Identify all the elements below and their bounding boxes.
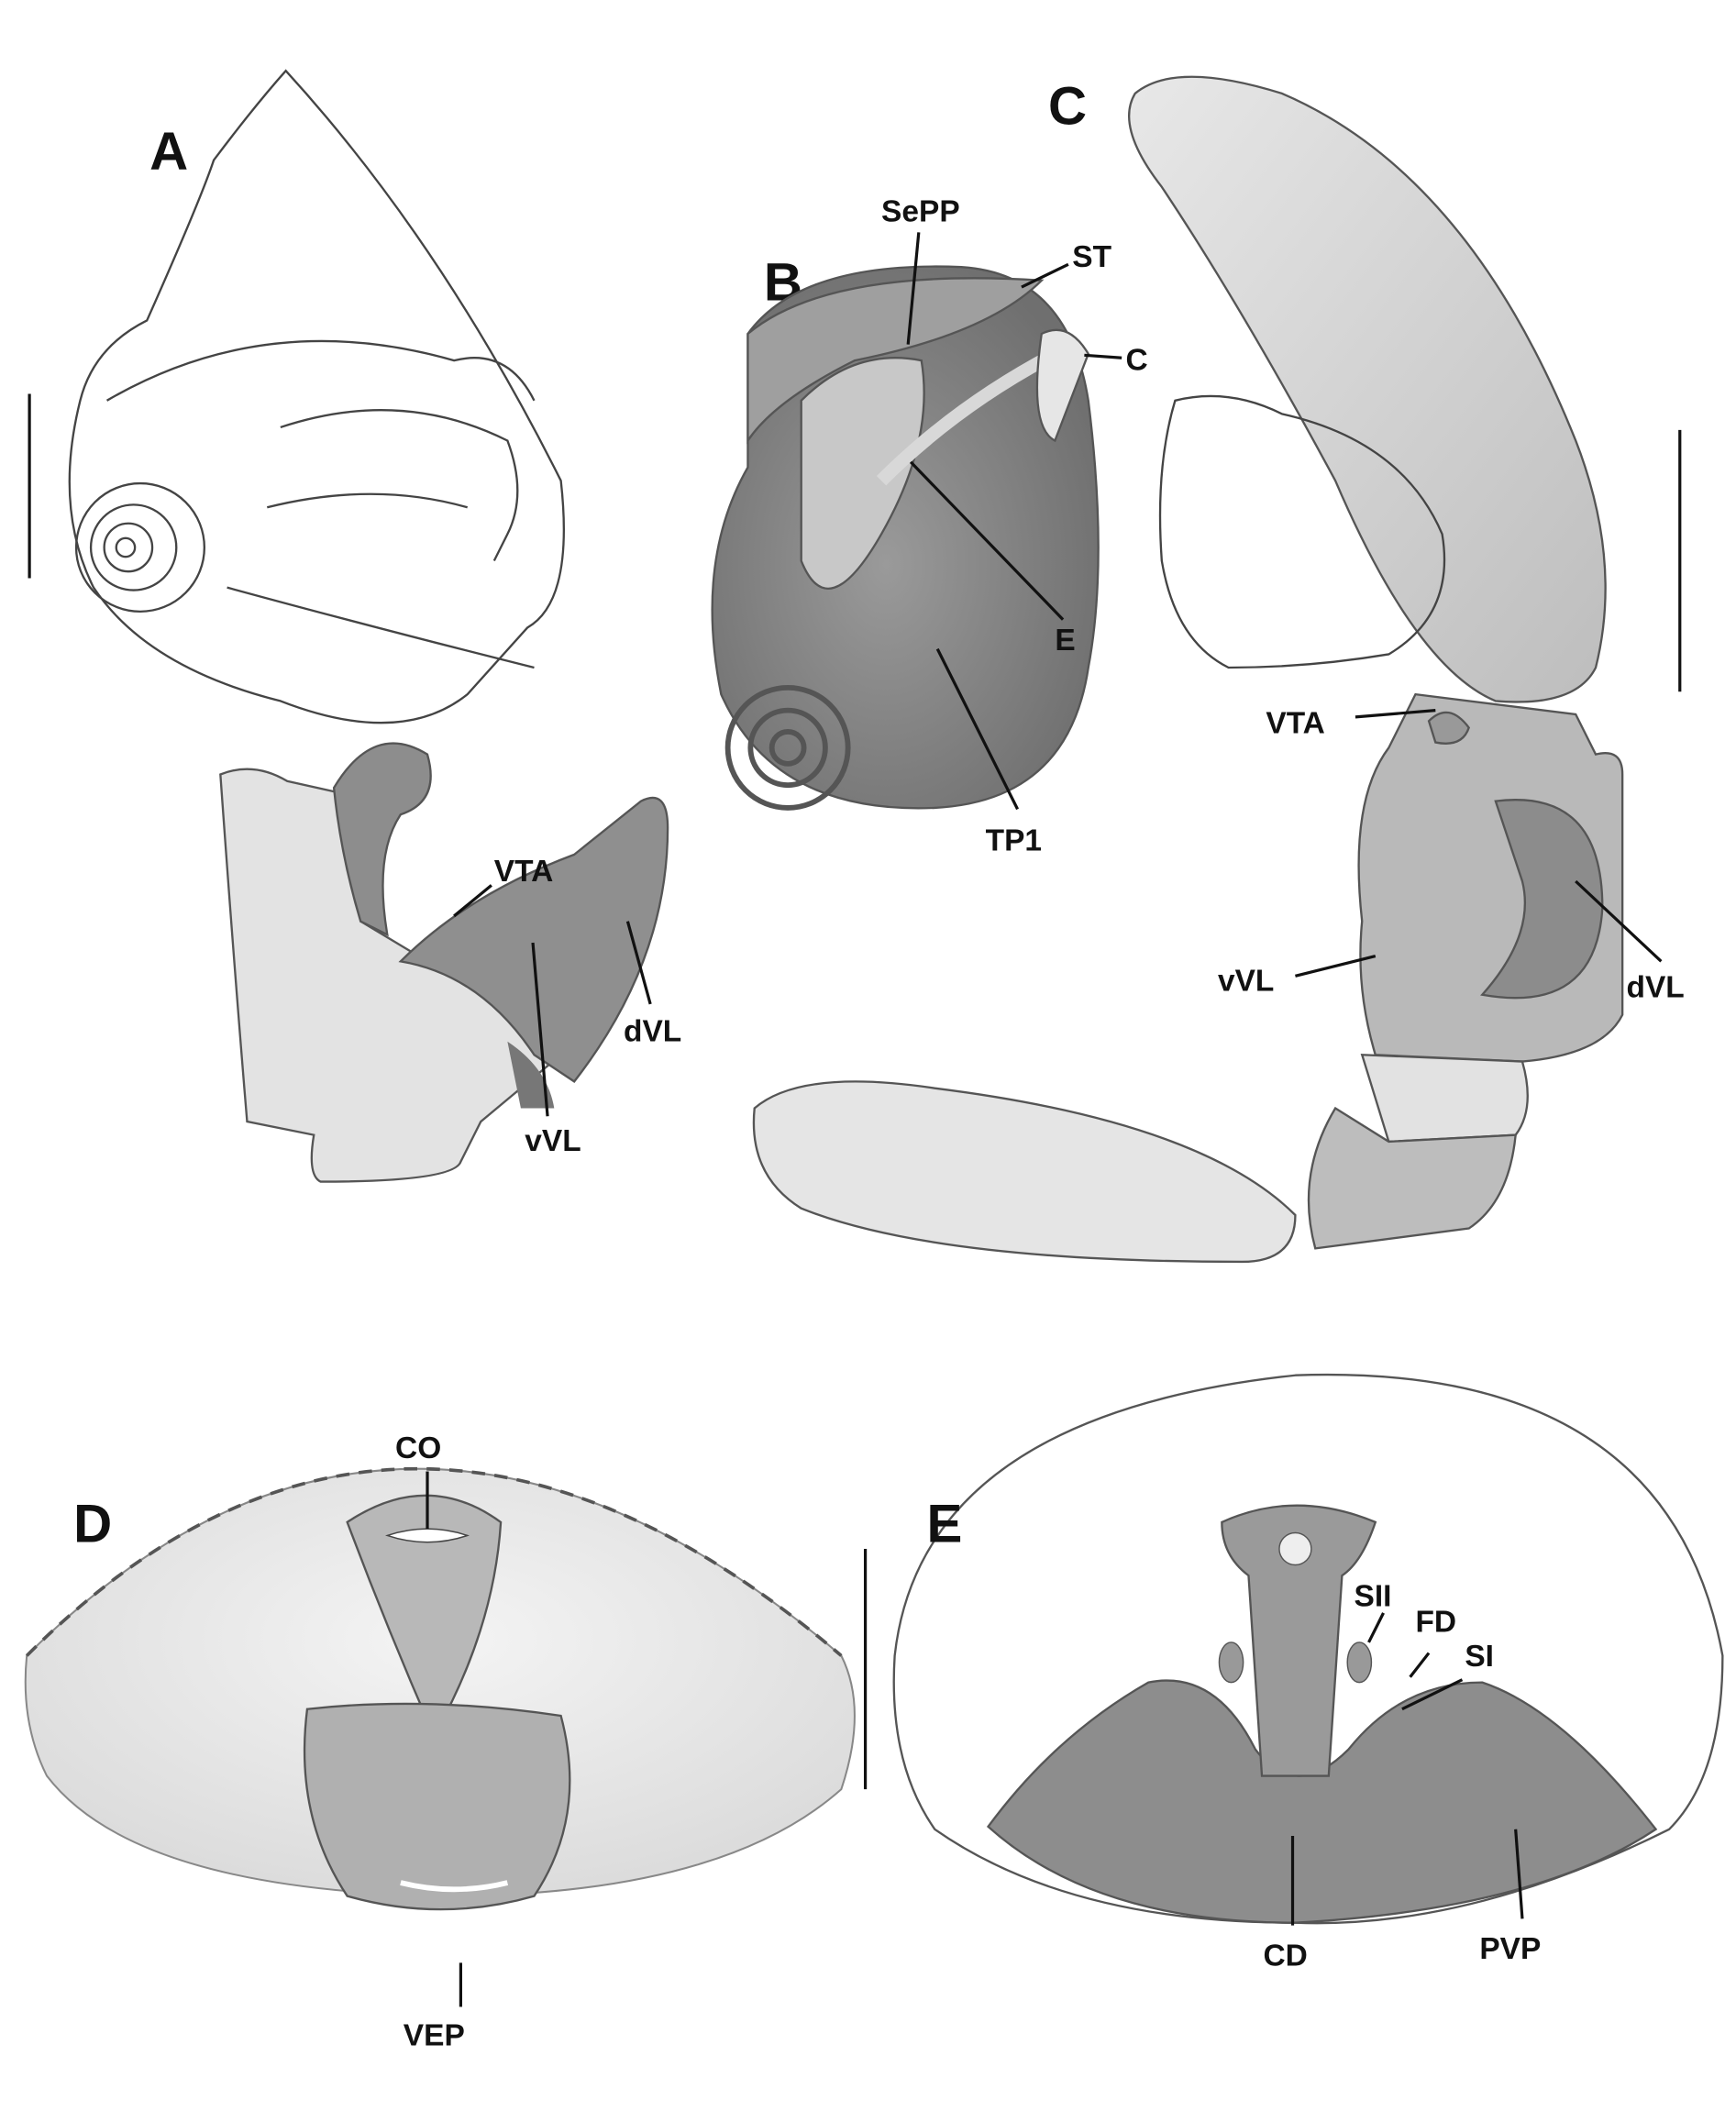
segment-c (1307, 1106, 1517, 1250)
label-sii-e: SII (1354, 1580, 1391, 1614)
lobes-a (398, 796, 669, 1083)
label-si-e: SI (1465, 1640, 1494, 1674)
label-st-b: ST (1072, 240, 1111, 274)
cymbium-c (1128, 75, 1607, 703)
label-co-d: CO (395, 1431, 441, 1465)
bulb-b (711, 265, 1100, 811)
label-vvl-c: vVL (1218, 964, 1274, 998)
panel-label-d: D (73, 1495, 112, 1554)
label-vta-a: VTA (494, 855, 553, 889)
label-dvl-a: dVL (624, 1015, 681, 1049)
femur-c (752, 1080, 1297, 1264)
label-cd-e: CD (1263, 1939, 1307, 1973)
plate-d (303, 1702, 571, 1911)
panel-label-a: A (149, 122, 188, 182)
label-c-b: C (1126, 343, 1148, 377)
label-pvp-e: PVP (1479, 1932, 1541, 1966)
panel-c: C VTA vVL dVL (752, 75, 1685, 1264)
panel-a: A VTA vVL dVL (28, 69, 681, 1183)
panel-b: B SePP ST C E TP1 (711, 195, 1148, 857)
label-vvl-a: vVL (525, 1124, 581, 1158)
label-tp1-b: TP1 (986, 823, 1042, 857)
dvl-c (1480, 799, 1604, 1000)
panel-d: D CO VEP (24, 1431, 868, 2053)
panel-e: E SII FD SI CD PVP (892, 1373, 1724, 1973)
copulatory-duct-e (1221, 1504, 1377, 1777)
panel-label-e: E (927, 1495, 963, 1554)
pvp-e (986, 1679, 1658, 1924)
patella-c (1360, 1054, 1529, 1144)
atrium-d (346, 1494, 503, 1739)
label-dvl-c: dVL (1627, 971, 1685, 1005)
bulb-c (1158, 394, 1446, 669)
label-sepp-b: SePP (881, 195, 960, 229)
label-vep-d: VEP (404, 2019, 465, 2053)
label-vta-c: VTA (1266, 706, 1324, 740)
conductor-b (1035, 328, 1090, 443)
label-fd-e: FD (1415, 1605, 1456, 1639)
panel-label-c: C (1048, 76, 1087, 136)
bulb-outline-a (68, 69, 566, 724)
tibia-a (219, 742, 669, 1183)
label-e-b: E (1055, 624, 1075, 658)
vta-process-a (332, 742, 432, 937)
